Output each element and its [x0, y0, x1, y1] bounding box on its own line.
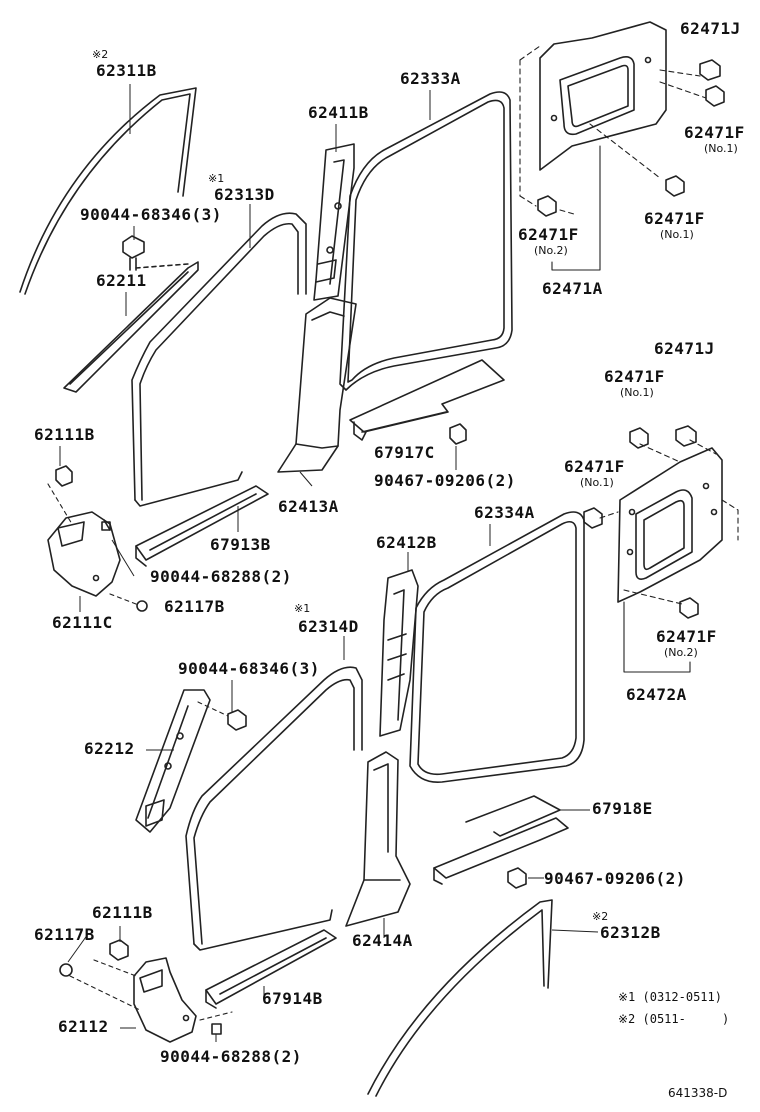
part-62414A-pillar-garnish [345, 751, 411, 927]
label-62471F-no2: 62471F [518, 225, 579, 244]
fastener-62471F-no1-mid2-icon [583, 507, 603, 529]
part-62311B-moulding [19, 87, 197, 295]
part-62333A-weatherstrip [339, 91, 513, 391]
part-62413A-pillar-garnish [277, 297, 357, 473]
sub-62471F-no1-c: (No.1) [620, 386, 654, 399]
mark-62314D: ※1 [294, 602, 311, 615]
leader-lines [59, 84, 599, 1042]
label-90044-68288-lower: 90044-68288(2) [160, 1047, 302, 1066]
part-62411B-pillar-garnish [313, 143, 355, 301]
label-62471F-no1-c: 62471F [604, 367, 665, 386]
mark-62313D: ※1 [208, 172, 225, 185]
legend-note-2: ※2 (0511- ) [618, 1012, 730, 1026]
sub-62471F-no1-d: (No.1) [580, 476, 614, 489]
fastener-62471F-no2-mid-icon [679, 597, 699, 619]
label-62413A: 62413A [278, 497, 339, 516]
label-62411B: 62411B [308, 103, 369, 122]
label-62333A: 62333A [400, 69, 461, 88]
fastener-62117B-icon [109, 593, 148, 612]
label-90044-68288-upper: 90044-68288(2) [150, 567, 292, 586]
fastener-62471F-no1-icon [705, 85, 725, 107]
sub-62471F-no2: (No.2) [534, 244, 568, 257]
label-62471J-mid: 62471J [654, 339, 715, 358]
label-62312B: 62312B [600, 923, 661, 942]
label-62112: 62112 [58, 1017, 109, 1036]
sub-62471F-no2-b: (No.2) [664, 646, 698, 659]
part-62412B-pillar-garnish [379, 569, 419, 737]
fastener-62111B-icon [47, 465, 73, 525]
clip-90044-68288-icon [101, 521, 111, 531]
diagram-reference-number: 641338-D [668, 1086, 728, 1100]
label-62471F-no1-b: 62471F [644, 209, 705, 228]
label-62471A: 62471A [542, 279, 603, 298]
part-62211-garnish [63, 261, 199, 393]
part-67914B-scuff-plate [205, 929, 337, 1009]
label-62111C: 62111C [52, 613, 113, 632]
label-90044-68346-upper: 90044-68346(3) [80, 205, 222, 224]
label-62313D: 62313D [214, 185, 275, 204]
label-62314D: 62314D [298, 617, 359, 636]
label-67913B: 67913B [210, 535, 271, 554]
label-62471J-upper: 62471J [680, 19, 741, 38]
label-62117B-lower: 62117B [34, 925, 95, 944]
label-90044-68346-lower: 90044-68346(3) [178, 659, 320, 678]
fastener-62471F-no1-mid-icon [629, 427, 649, 449]
fastener-62471F-no2-icon [537, 195, 557, 217]
legend-note-1: ※1 (0312-0511) [618, 990, 722, 1004]
label-62111B-upper: 62111B [34, 425, 95, 444]
sub-62471F-no1-a: (No.1) [704, 142, 738, 155]
label-90467-09206-lower: 90467-09206(2) [544, 869, 686, 888]
fastener-62117B-lower-icon [59, 959, 141, 1011]
fastener-62471F-no1-lower-icon [665, 175, 685, 197]
bracket-62472A [623, 601, 691, 673]
label-62334A: 62334A [474, 503, 535, 522]
label-62471F-no2-b: 62471F [656, 627, 717, 646]
clip-90044-68346-icon [122, 235, 189, 271]
part-67917C-scuff-plate [349, 359, 505, 441]
mark-62312B: ※2 [592, 910, 609, 923]
part-62334A-weatherstrip [409, 511, 585, 783]
bracket-62471A [551, 145, 601, 271]
mark-62311B: ※2 [92, 48, 109, 61]
leaders-62471A [519, 45, 707, 215]
label-67917C: 67917C [374, 443, 435, 462]
fastener-62111B-lower-icon [109, 939, 129, 961]
sub-62471F-no1-b: (No.1) [660, 228, 694, 241]
part-62312B-moulding [367, 899, 553, 1097]
label-62472A: 62472A [626, 685, 687, 704]
part-62471A-quarter-panel [539, 21, 667, 171]
clip-90467-09206-lower-icon [507, 867, 527, 889]
clip-90044-68346-lower-icon [197, 701, 247, 731]
part-62111C-cowl-trim [47, 511, 121, 597]
label-62111B-lower: 62111B [92, 903, 153, 922]
label-62414A: 62414A [352, 931, 413, 950]
clip-90044-68288-lower-icon [199, 1011, 233, 1035]
fastener-62471J-mid-icon [675, 425, 697, 447]
clip-90467-09206-icon [449, 423, 467, 445]
part-67913B-scuff-plate [135, 485, 269, 567]
part-62112-cowl-trim [133, 957, 197, 1043]
fastener-62471J-icon [699, 59, 721, 81]
label-62211: 62211 [96, 271, 147, 290]
part-62212-garnish [135, 689, 211, 833]
label-62412B: 62412B [376, 533, 437, 552]
part-62313D-weatherstrip [131, 212, 307, 507]
part-62472A-quarter-panel [617, 447, 723, 603]
part-62314D-weatherstrip [185, 666, 363, 951]
label-67918E: 67918E [592, 799, 653, 818]
label-62117B-upper: 62117B [164, 597, 225, 616]
label-90467-09206-upper: 90467-09206(2) [374, 471, 516, 490]
label-67914B: 67914B [262, 989, 323, 1008]
label-62471F-no1-a: 62471F [684, 123, 745, 142]
label-62471F-no1-d: 62471F [564, 457, 625, 476]
label-62212: 62212 [84, 739, 135, 758]
label-62311B: 62311B [96, 61, 157, 80]
